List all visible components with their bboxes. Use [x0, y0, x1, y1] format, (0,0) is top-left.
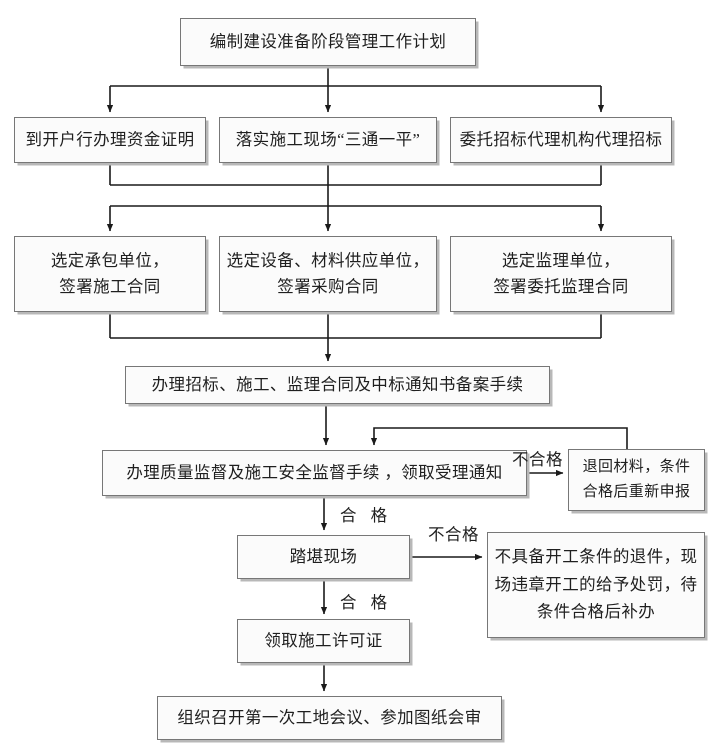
first-site-meeting-box[interactable]: 组织召开第一次工地会议、参加图纸会审 — [157, 696, 502, 740]
site-three-connections-box-line-1: 落实施工现场“三通一平” — [235, 129, 421, 149]
penalty-return-box[interactable]: 不具备开工条件的退件，现 场违章开工的给予处罚，待 条件合格后补办 — [487, 532, 705, 638]
return-materials-box-line-2: 合格后重新申报 — [582, 484, 691, 500]
supervisor-selection-box[interactable]: 选定监理单位， 签署委托监理合同 — [450, 236, 672, 312]
bidding-agency-box[interactable]: 委托招标代理机构代理招标 — [450, 117, 672, 163]
supplier-selection-box-line-1: 选定设备、材料供应单位， — [226, 250, 430, 270]
return-materials-box-line-1: 退回材料，条件 — [582, 459, 691, 475]
label-pass-supervision: 合 格 — [340, 506, 393, 525]
penalty-return-box-line-1: 不具备开工条件的退件，现 — [494, 547, 698, 567]
contractor-selection-box-line-1: 选定承包单位， — [50, 250, 170, 270]
first-site-meeting-box-line-1: 组织召开第一次工地会议、参加图纸会审 — [177, 707, 482, 727]
supplier-selection-box[interactable]: 选定设备、材料供应单位， 签署采购合同 — [219, 236, 437, 312]
penalty-return-box-line-2: 场违章开工的给予处罚，待 — [494, 574, 698, 594]
plan-box-line-1: 编制建设准备阶段管理工作计划 — [209, 31, 447, 51]
label-fail-supervision: 不合格 — [512, 450, 563, 469]
label-fail-site-survey: 不合格 — [428, 525, 479, 544]
bank-fund-certificate-box-line-1: 到开户行办理资金证明 — [25, 129, 195, 149]
penalty-return-box-line-3: 条件合格后补办 — [536, 602, 656, 622]
construction-permit-box[interactable]: 领取施工许可证 — [237, 619, 410, 663]
construction-permit-box-line-1: 领取施工许可证 — [264, 630, 383, 650]
supervisor-selection-box-line-1: 选定监理单位， — [501, 250, 621, 270]
contractor-selection-box-line-2: 签署施工合同 — [59, 277, 161, 296]
quality-safety-supervision-box[interactable]: 办理质量监督及施工安全监督手续 ，领取受理通知 — [102, 450, 527, 496]
supervisor-selection-box-line-2: 签署委托监理合同 — [493, 277, 629, 296]
contractor-selection-box[interactable]: 选定承包单位， 签署施工合同 — [14, 236, 206, 312]
contract-filing-box[interactable]: 办理招标、施工、监理合同及中标通知书备案手续 — [125, 366, 550, 404]
site-survey-box[interactable]: 踏堪现场 — [237, 535, 410, 579]
site-three-connections-box[interactable]: 落实施工现场“三通一平” — [219, 117, 437, 163]
return-materials-box[interactable]: 退回材料，条件 合格后重新申报 — [568, 449, 705, 511]
site-survey-box-line-1: 踏堪现场 — [289, 546, 358, 566]
plan-box[interactable]: 编制建设准备阶段管理工作计划 — [180, 18, 476, 66]
wire-return-feedback — [370, 427, 628, 449]
bank-fund-certificate-box[interactable]: 到开户行办理资金证明 — [14, 117, 206, 163]
supplier-selection-box-line-2: 签署采购合同 — [277, 277, 379, 296]
quality-safety-supervision-box-line-1: 办理质量监督及施工安全监督手续 ，领取受理通知 — [126, 462, 503, 482]
contract-filing-box-line-1: 办理招标、施工、监理合同及中标通知书备案手续 — [151, 374, 524, 394]
bidding-agency-box-line-1: 委托招标代理机构代理招标 — [459, 129, 663, 149]
label-pass-site-survey: 合 格 — [340, 593, 393, 612]
